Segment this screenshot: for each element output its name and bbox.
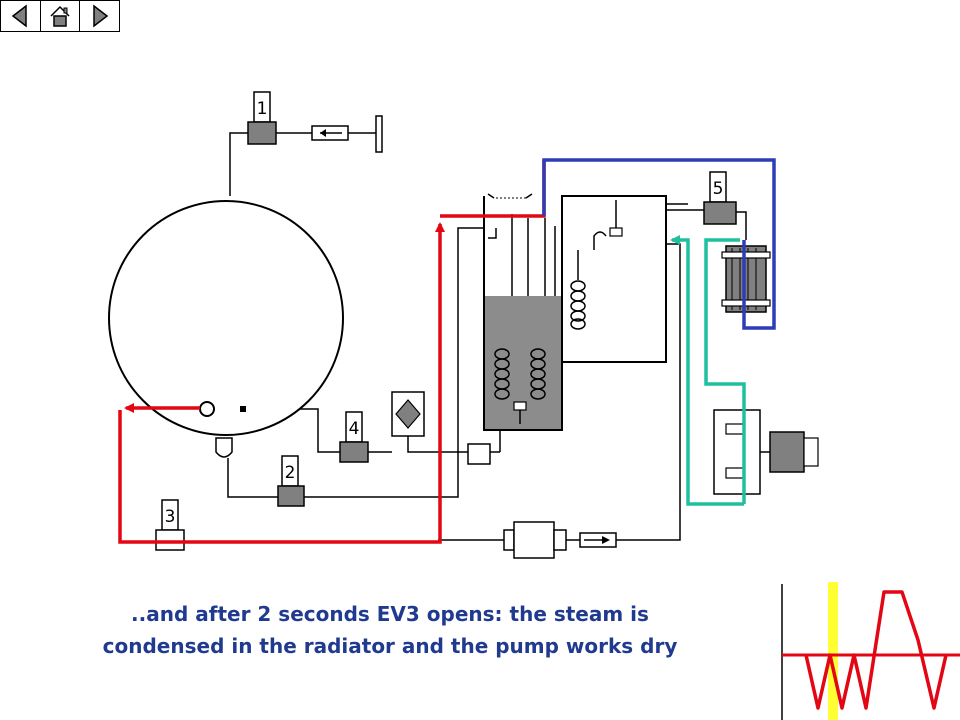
time-marker [828, 582, 838, 720]
coolant-line-teal [670, 235, 744, 506]
valve-5-label: 5 [713, 179, 724, 199]
valve-1-label: 1 [257, 99, 268, 119]
home-button[interactable] [41, 1, 81, 31]
nav-bar [0, 0, 120, 32]
check-valve-2 [579, 532, 617, 548]
coolant-line-teal-2 [704, 238, 746, 504]
flow-meter [503, 521, 567, 559]
valve-2[interactable] [277, 455, 305, 507]
triangle-left-icon [12, 4, 28, 28]
return-line-blue [542, 158, 776, 330]
forward-button[interactable] [80, 1, 119, 31]
signal-wave [804, 590, 948, 710]
drain-box [467, 443, 491, 465]
valve-4[interactable] [339, 411, 369, 463]
steam-line-red [440, 160, 546, 218]
check-valve-1 [311, 125, 349, 141]
valve-4-label: 4 [349, 419, 360, 439]
inlet-cap [375, 115, 383, 153]
caption-line-2: condensed in the radiator and the pump w… [102, 634, 678, 658]
signal-panel [781, 582, 960, 720]
valve-1[interactable] [247, 91, 277, 145]
tank-float-icon [199, 401, 215, 417]
triangle-right-icon [92, 4, 108, 28]
pump [713, 409, 819, 495]
caption-line-1: ..and after 2 seconds EV3 opens: the ste… [131, 602, 649, 626]
valve-3[interactable] [155, 499, 185, 551]
house-icon [50, 5, 70, 27]
condenser-tank [561, 195, 667, 363]
valve-5[interactable] [703, 171, 737, 225]
tank-drain [215, 437, 233, 458]
valve-3-label: 3 [165, 507, 176, 527]
storage-tank [108, 200, 344, 436]
caption: ..and after 2 seconds EV3 opens: the ste… [40, 598, 740, 662]
pressure-switch [391, 391, 425, 437]
tank-sensor [240, 406, 246, 412]
steam-line-red-main [118, 222, 445, 544]
back-button[interactable] [1, 1, 41, 31]
valve-2-label: 2 [285, 463, 296, 483]
radiator [721, 245, 771, 313]
